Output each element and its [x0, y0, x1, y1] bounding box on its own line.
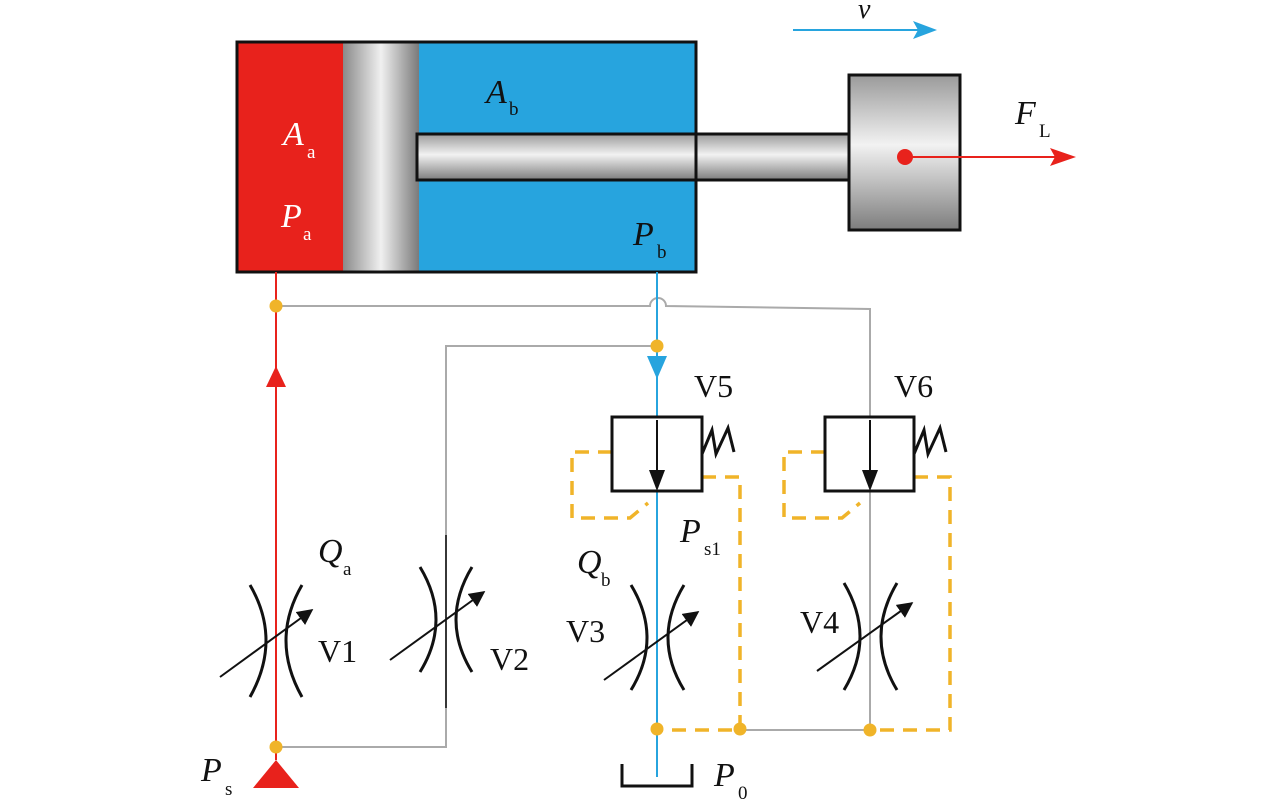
junction-dots [269, 299, 877, 754]
pressure-return-label: P [713, 757, 735, 794]
valve-v6-label: V6 [894, 368, 933, 404]
throttle-valve-v3 [603, 584, 700, 691]
v2-left-arc [418, 566, 438, 673]
valve-v6-arrowhead [862, 470, 878, 491]
junction-dot [269, 740, 283, 754]
v3-left-arc [629, 584, 649, 691]
v3-adjust-arrow [603, 611, 700, 681]
v4-adjust-arrow [816, 602, 914, 672]
v1-right-arc [284, 584, 304, 698]
pressure-b-subscript: b [657, 242, 667, 263]
v4-left-arc [842, 582, 862, 691]
junction-dot [650, 339, 664, 353]
pilot-v5-right [657, 475, 742, 732]
relief-valve-v6 [823, 415, 948, 493]
valve-v1-label: V1 [318, 633, 357, 669]
pressure-a-subscript: a [303, 224, 312, 245]
piston-rod [415, 132, 852, 182]
pressure-ps1-subscript: s1 [704, 539, 721, 560]
throttle-valve-v4 [816, 582, 914, 691]
pressure-supply-subscript: s [225, 779, 232, 800]
pressure-b-label: P [632, 216, 654, 253]
flow-qa-label: Q [318, 533, 343, 570]
pilot-v6-right [870, 475, 952, 732]
velocity-label: v [858, 0, 871, 25]
valve-v3-label: V3 [566, 613, 605, 649]
load-force-subscript: L [1039, 121, 1051, 142]
pressure-ps1-label: P [679, 513, 701, 550]
velocity-arrowhead [913, 21, 937, 39]
pilot-v6-left [782, 450, 862, 520]
valve-v5-spring [700, 423, 736, 460]
valve-v5-arrowhead [649, 470, 665, 491]
junction-dot [650, 722, 664, 736]
valve-v5-label: V5 [694, 368, 733, 404]
area-b-subscript: b [509, 99, 519, 120]
load-force-label: F [1014, 95, 1037, 132]
flow-qa-subscript: a [343, 559, 352, 580]
cylinder-body [235, 40, 698, 274]
pipe-a-to-v6 [276, 297, 871, 730]
valve-v6-spring [912, 423, 948, 460]
v1-left-arc [248, 584, 268, 698]
valve-v4-label: V4 [800, 604, 839, 640]
hydraulic-cylinder [235, 40, 962, 274]
area-b-label: A [484, 74, 507, 111]
supply-flow-arrow [266, 366, 286, 387]
piston [343, 42, 419, 272]
junction-dot [863, 723, 877, 737]
load-force-arrowhead [1050, 148, 1076, 166]
v1-adjust-arrow [219, 609, 314, 678]
junction-dot [733, 722, 747, 736]
chamber-a [237, 42, 345, 272]
area-a-subscript: a [307, 142, 316, 163]
flow-qb-label: Q [577, 544, 602, 581]
pump-symbol [253, 760, 299, 788]
pilot-lines [570, 450, 952, 732]
v2-adjust-arrow [389, 591, 486, 661]
tank-symbol [620, 764, 694, 788]
gray-pipes [276, 297, 871, 748]
throttle-valve-v1 [219, 584, 314, 698]
pressure-a-label: P [280, 198, 302, 235]
junction-dot [269, 299, 283, 313]
v4-right-arc [879, 582, 899, 691]
pressure-supply-label: P [200, 752, 222, 789]
pilot-v5-left [570, 450, 650, 520]
relief-valve-v5 [610, 415, 736, 493]
v2-right-arc [454, 566, 474, 673]
pressure-return-subscript: 0 [738, 783, 748, 803]
area-a-label: A [281, 116, 304, 153]
flow-qb-subscript: b [601, 570, 611, 591]
v3-right-arc [666, 584, 686, 691]
valve-v2-label: V2 [490, 641, 529, 677]
return-flow-arrow [647, 356, 667, 379]
throttle-valve-v2 [389, 535, 486, 708]
